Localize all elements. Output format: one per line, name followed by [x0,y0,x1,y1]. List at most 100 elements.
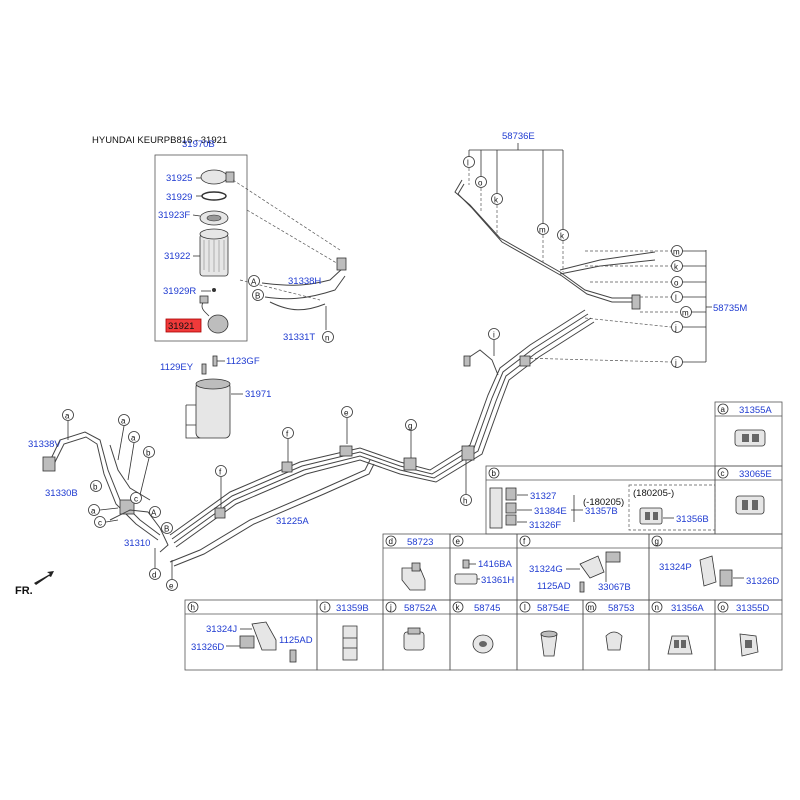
table-letter-f: f [523,537,526,546]
callout-b-left1: b [146,449,151,458]
table-code-31324J[interactable]: 31324J [206,624,237,635]
table-letter-j: j [389,603,392,612]
table-code-31361H[interactable]: 31361H [481,575,514,586]
table-letter-k: k [456,603,461,612]
callout-l-top: l [467,159,469,168]
water-sensor-part [207,314,229,334]
label-1123GF[interactable]: 1123GF [226,356,260,367]
label-31925[interactable]: 31925 [166,173,192,184]
label-31331T[interactable]: 31331T [283,332,315,343]
table-code-58745[interactable]: 58745 [474,603,500,614]
grommet-31361H-part [454,573,478,585]
callout-a-left3: a [131,434,136,443]
label-31929[interactable]: 31929 [166,192,192,203]
table-code-31357B[interactable]: 31357B [585,506,618,517]
callout-c-left2: c [134,495,138,504]
table-code-1125AD-h[interactable]: 1125AD [279,635,313,646]
callout-m-right2: m [682,309,689,318]
table-letter-a: a [721,405,726,414]
label-31330B[interactable]: 31330B [45,488,78,499]
callout-g-bundle: g [408,422,412,431]
label-1129EY[interactable]: 1129EY [160,362,194,373]
table-code-33065E[interactable]: 33065E [739,469,772,480]
label-31923F[interactable]: 31923F [158,210,190,221]
callout-k-right: k [674,263,679,272]
callout-e-bundle: e [344,409,349,418]
table-code-31355A[interactable]: 31355A [739,405,772,416]
table-code-31326D-g[interactable]: 31326D [746,576,779,587]
table-code-58753[interactable]: 58753 [608,603,634,614]
table-code-31384E[interactable]: 31384E [534,506,567,517]
callout-A-left: A [151,509,157,518]
callout-A-top: A [251,278,257,287]
parts-table [184,401,783,671]
table-code-31355D[interactable]: 31355D [736,603,769,614]
callout-B-left: B [164,525,169,534]
bracket-31324G-part [579,555,605,579]
callout-o-right: o [674,279,679,288]
diagram-caption: HYUNDAI KEURPB816 - 31921 [92,135,227,146]
label-31922[interactable]: 31922 [164,251,190,262]
table-code-31327[interactable]: 31327 [530,491,556,502]
label-31971[interactable]: 31971 [245,389,271,400]
label-31338V[interactable]: 31338V [28,439,61,450]
callout-h-bundle: h [463,497,467,506]
table-code-58752A[interactable]: 58752A [404,603,437,614]
callout-b-left2: b [93,483,98,492]
fuel-filter-group-box [154,154,248,342]
filter-cap-fitting [225,171,235,183]
clip-31359B-part [342,625,358,661]
label-58736E[interactable]: 58736E [502,131,535,142]
label-31338H[interactable]: 31338H [288,276,321,287]
label-31929R[interactable]: 31929R [163,286,196,297]
bolt-1125AD-part [579,581,585,593]
callout-f-bundle1: f [286,430,289,439]
clip-58752A-part [403,631,425,651]
table-code-33067B[interactable]: 33067B [598,582,631,593]
table-code-31356A[interactable]: 31356A [671,603,704,614]
table-code-1125AD[interactable]: 1125AD [537,581,571,592]
o-ring-part [201,191,227,201]
front-arrow-icon [34,571,54,585]
table-code-31324P[interactable]: 31324P [659,562,692,573]
table-letter-g: g [655,537,659,546]
table-code-31324G[interactable]: 31324G [529,564,563,575]
callout-f-bundle2: f [219,468,222,477]
label-58735M[interactable]: 58735M [713,303,747,314]
table-code-58723[interactable]: 58723 [407,537,433,548]
table-letter-c: c [721,469,725,478]
label-31225A[interactable]: 31225A [276,516,309,527]
callout-a-left4: a [91,507,96,516]
callout-n: n [325,334,329,343]
clip-31356A-part [667,635,693,655]
callout-l-right: l [675,294,677,303]
bolt-1125AD-h-part [289,649,297,663]
callout-k-top2: k [560,232,565,241]
table-letter-d: d [389,537,393,546]
label-31921[interactable]: 31921 [168,321,194,332]
table-code-31356B[interactable]: 31356B [676,514,709,525]
callout-d-left: d [152,571,156,580]
highlighted-part-31921 [165,318,202,333]
table-code-1416BA[interactable]: 1416BA [478,559,512,570]
label-31310[interactable]: 31310 [124,538,150,549]
callout-o-top: o [478,179,483,188]
table-letter-m: m [588,603,595,612]
table-code-31326D-h[interactable]: 31326D [191,642,224,653]
label-31970B[interactable]: 31970B [182,139,215,150]
clip-33065E-part [735,495,765,515]
callout-B-top: B [255,292,260,301]
bracket-31327-part [489,487,503,529]
table-code-31359B[interactable]: 31359B [336,603,369,614]
table-code-58754E[interactable]: 58754E [537,603,570,614]
clip-58753-part [605,631,623,651]
table-letter-o: o [721,603,726,612]
callout-i-bundle: i [493,331,495,340]
clip-31356B-part [639,507,663,525]
callout-e-left: e [169,582,174,591]
callout-a-left2: a [121,417,126,426]
table-code-31326F[interactable]: 31326F [529,520,561,531]
front-direction-label: FR. [15,585,33,597]
bolt-1416BA-part [462,559,470,569]
